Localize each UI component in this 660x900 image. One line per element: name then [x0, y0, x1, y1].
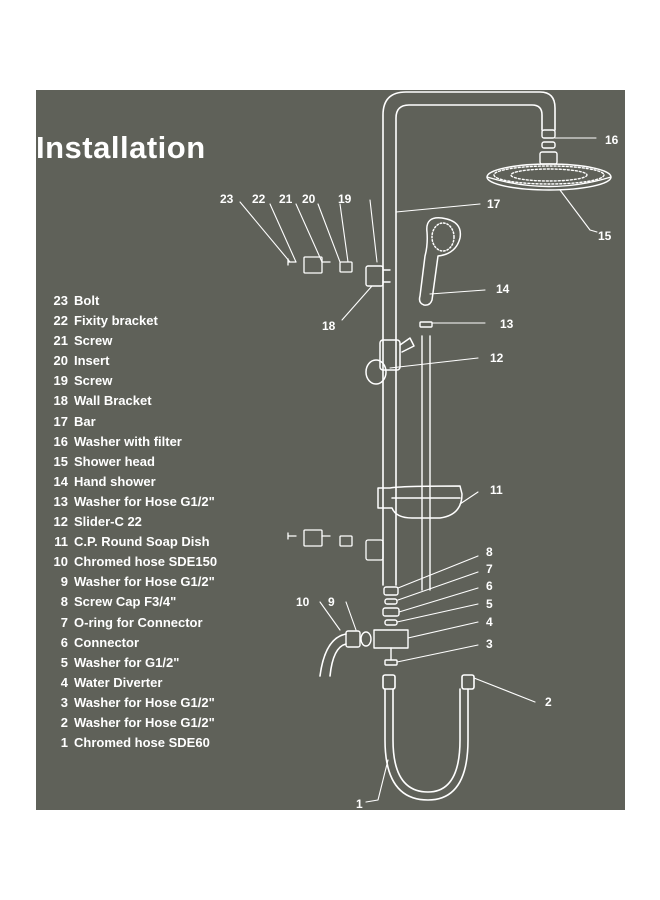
callout-5: 5 — [486, 597, 493, 611]
page-title: Installation — [36, 130, 206, 165]
callout-8: 8 — [486, 545, 493, 559]
callout-18: 18 — [322, 319, 336, 333]
fixings-19-23 — [287, 256, 353, 274]
callout-12: 12 — [490, 351, 504, 365]
bar-17 — [382, 91, 556, 586]
callout-1: 1 — [356, 797, 363, 810]
callout-16: 16 — [605, 133, 619, 147]
diverter-assembly — [345, 586, 409, 666]
hose-1 — [382, 674, 475, 801]
callout-21: 21 — [279, 192, 293, 206]
lower-wall-bracket — [287, 529, 384, 561]
callout-11: 11 — [490, 483, 503, 497]
hand-shower-14 — [418, 217, 462, 306]
callout-4: 4 — [486, 615, 493, 629]
callout-15: 15 — [598, 229, 612, 243]
callout-20: 20 — [302, 192, 316, 206]
slider-12 — [365, 337, 415, 385]
callout-7: 7 — [486, 562, 493, 576]
callout-6: 6 — [486, 579, 493, 593]
leader-lines — [239, 137, 598, 803]
callout-17: 17 — [487, 197, 501, 211]
callout-14: 14 — [496, 282, 510, 296]
callout-22: 22 — [252, 192, 266, 206]
wall-bracket-18 — [365, 265, 391, 287]
hose-10 — [319, 633, 347, 677]
callout-2: 2 — [545, 695, 552, 709]
callout-13: 13 — [500, 317, 514, 331]
shower-system-diagram: 16 15 17 23 22 21 20 19 18 14 13 12 11 8… — [220, 91, 619, 810]
washer-16 — [541, 129, 556, 149]
callout-10: 10 — [296, 595, 310, 609]
callout-19: 19 — [338, 192, 352, 206]
hose-13 — [419, 321, 433, 591]
callout-3: 3 — [486, 637, 493, 651]
callout-9: 9 — [328, 595, 335, 609]
shower-head-15 — [486, 151, 612, 191]
soap-dish-11 — [377, 485, 463, 519]
callout-23: 23 — [220, 192, 234, 206]
